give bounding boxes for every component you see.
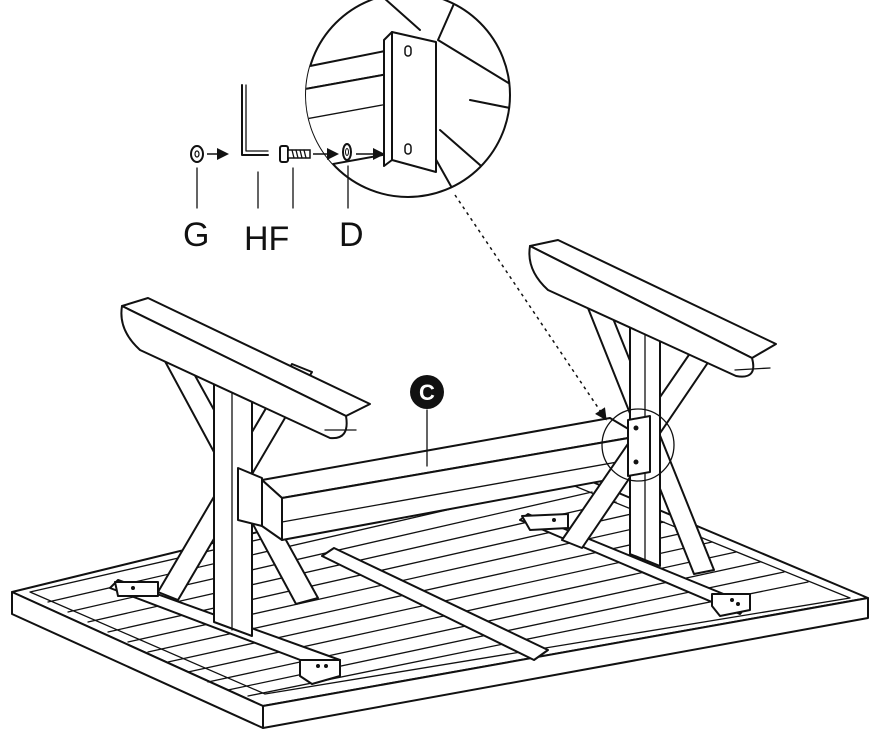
right-trestle-leg bbox=[528, 239, 777, 575]
right-foot-block-back bbox=[521, 513, 569, 531]
joint-highlight-circle bbox=[601, 408, 675, 482]
part-label-hf: HF bbox=[244, 220, 289, 258]
left-trestle-leg bbox=[120, 297, 371, 637]
zoom-detail bbox=[305, 0, 511, 198]
spring-washer-icon bbox=[342, 143, 352, 161]
part-c-badge bbox=[410, 375, 444, 409]
stretcher-c bbox=[261, 417, 641, 541]
table-top-right-edge bbox=[262, 597, 869, 729]
middle-slat bbox=[321, 547, 549, 661]
left-foot-block bbox=[299, 659, 341, 685]
callout-arrow bbox=[454, 194, 607, 421]
part-label-g: G bbox=[183, 216, 209, 254]
right-bracket-plate bbox=[627, 415, 651, 477]
left-top-beam-side bbox=[120, 305, 348, 440]
flat-washer-icon bbox=[190, 145, 204, 163]
hardware-row: G HF D bbox=[183, 84, 385, 258]
right-foot-block bbox=[711, 593, 751, 617]
allen-key-icon bbox=[241, 84, 269, 156]
zoom-bracket-plate bbox=[391, 31, 437, 173]
left-foot-block-back bbox=[114, 581, 159, 597]
part-label-c: C bbox=[419, 380, 435, 405]
right-top-beam-side bbox=[528, 245, 755, 378]
part-c-callout: C bbox=[410, 375, 444, 467]
hex-bolt-icon bbox=[279, 145, 311, 163]
part-label-d: D bbox=[339, 216, 364, 254]
